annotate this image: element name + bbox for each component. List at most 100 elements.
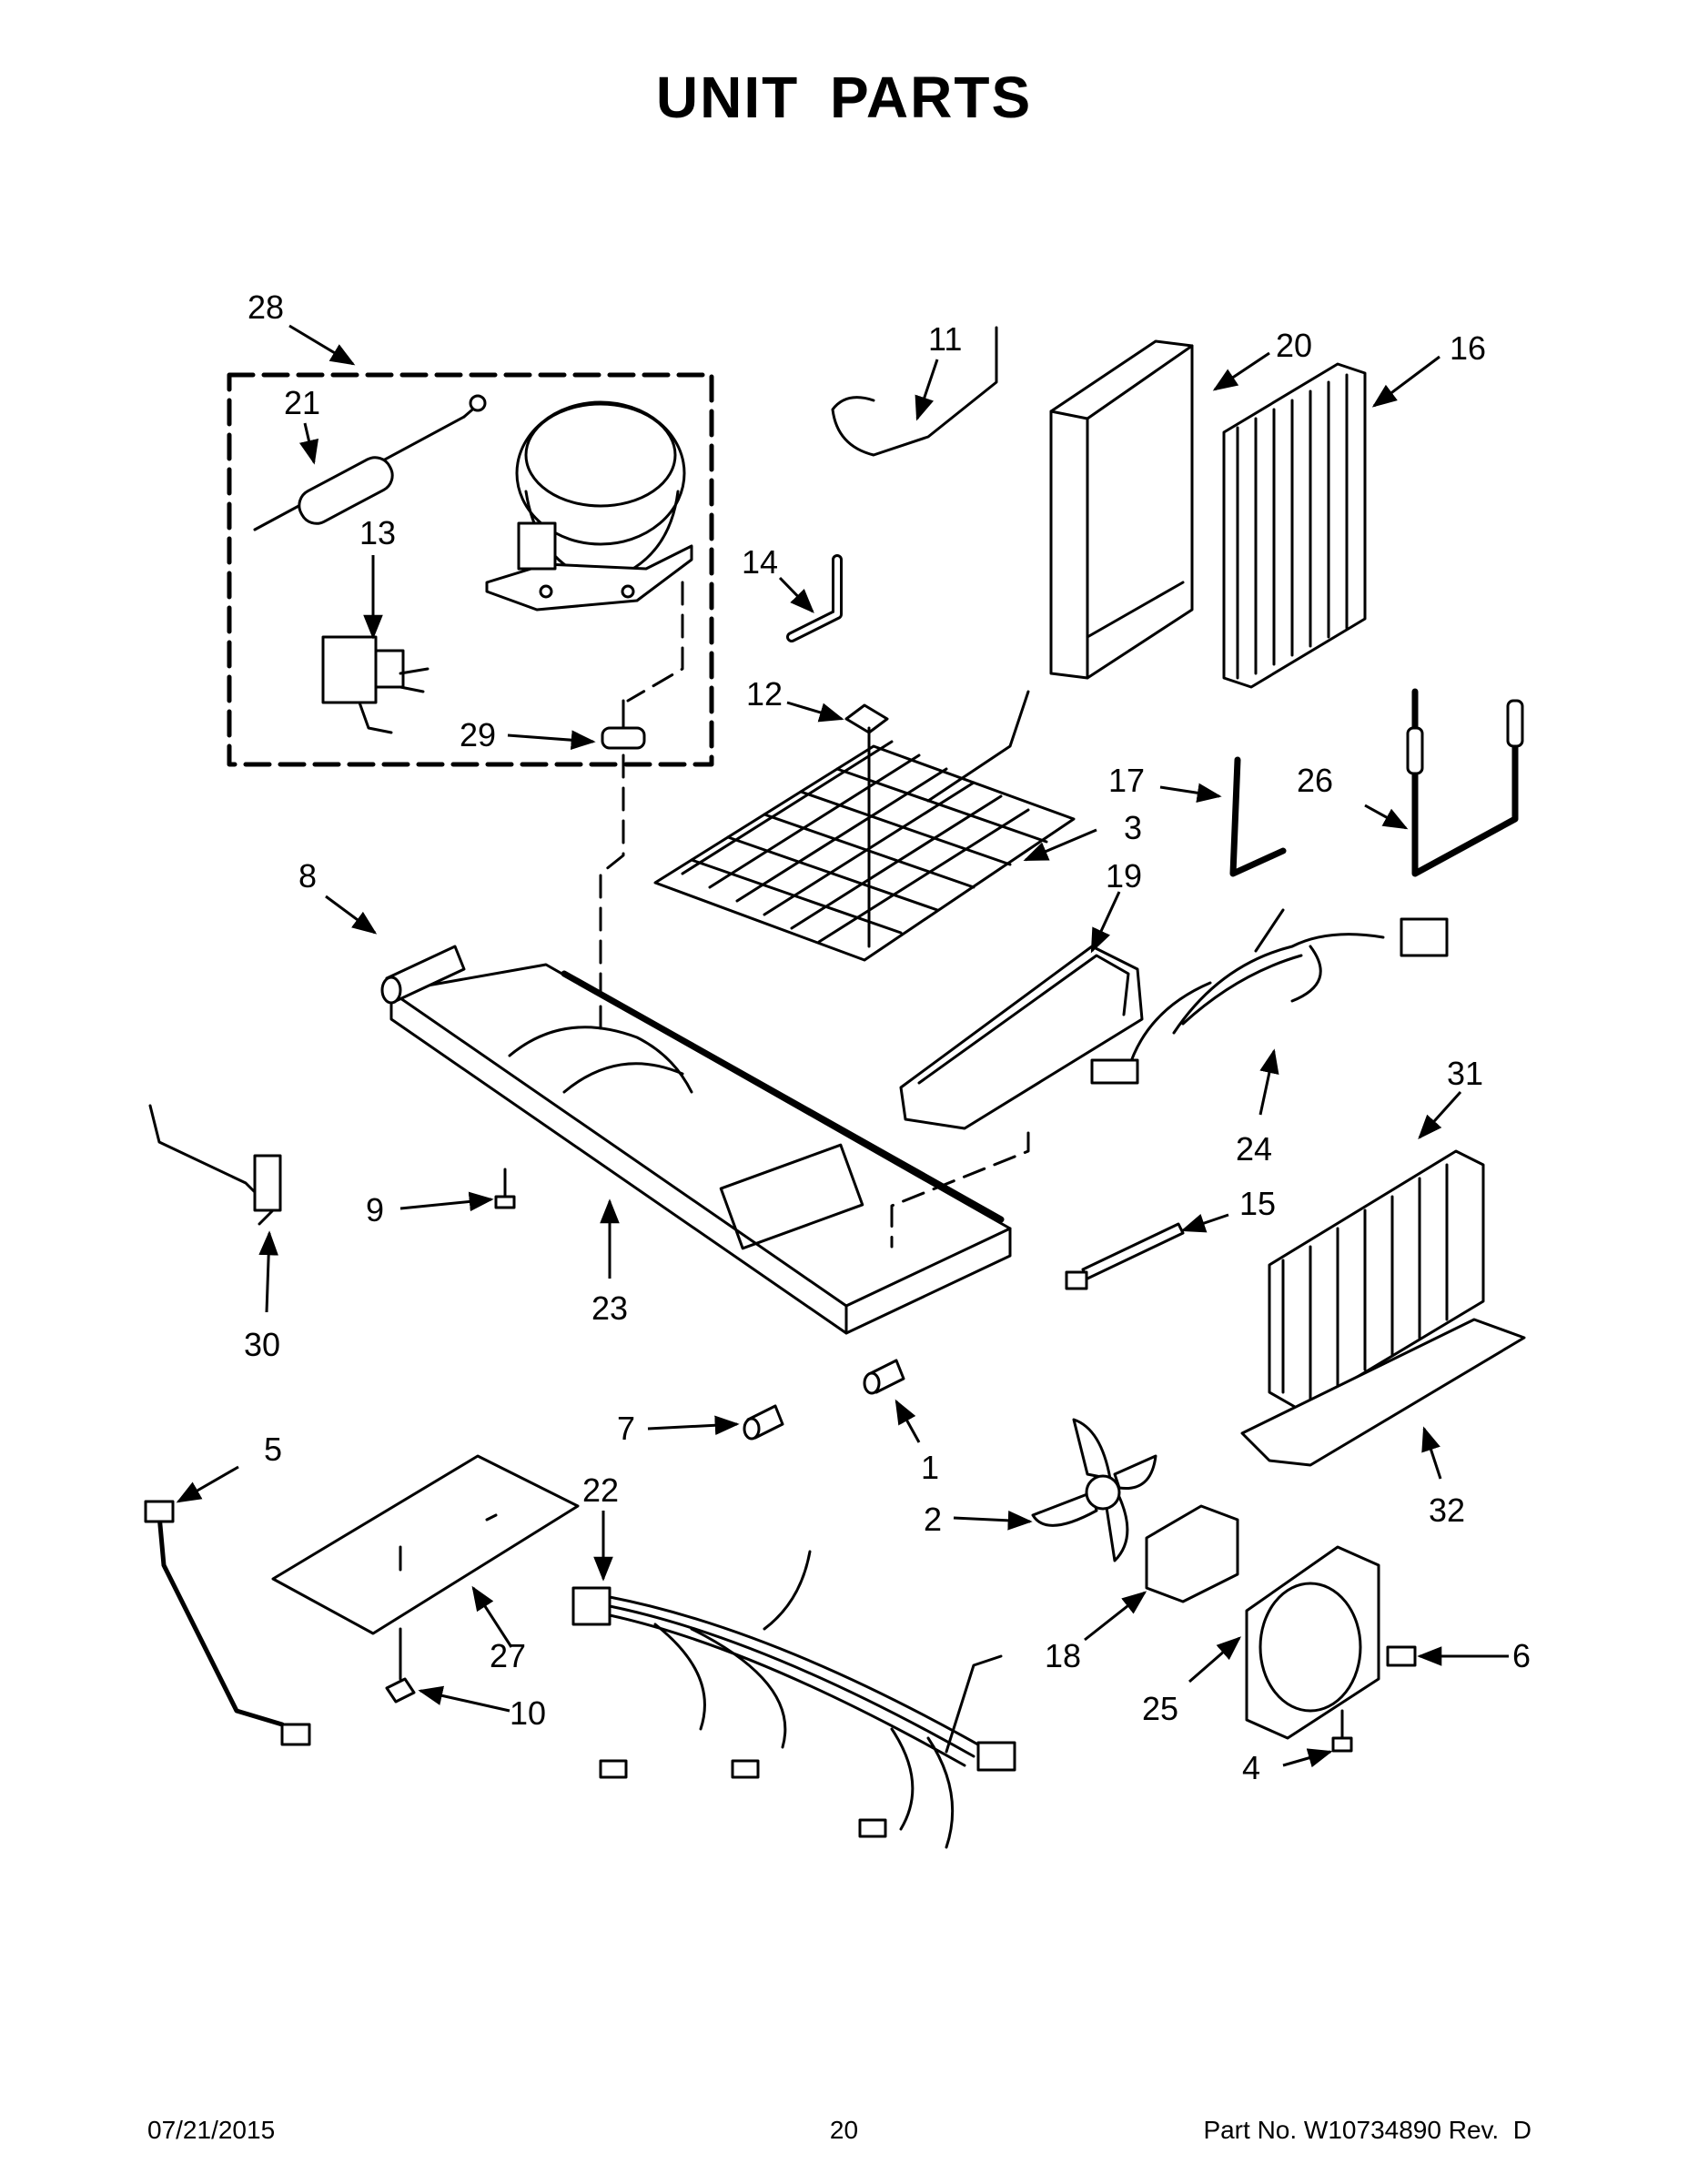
leader-32 bbox=[1421, 1426, 1442, 1480]
screw-6 bbox=[1386, 1645, 1417, 1667]
leader-3 bbox=[1023, 828, 1097, 862]
leader-20 bbox=[1212, 351, 1270, 391]
callout-4: 4 bbox=[1242, 1749, 1260, 1786]
clip-10 bbox=[385, 1677, 416, 1704]
dash-link-19 bbox=[890, 1131, 1030, 1249]
leader-12 bbox=[786, 701, 844, 723]
callout-31: 31 bbox=[1447, 1055, 1483, 1092]
callout-20: 20 bbox=[1276, 327, 1312, 364]
condenser-shroud bbox=[1240, 1318, 1526, 1467]
callout-30: 30 bbox=[244, 1326, 280, 1363]
start-relay bbox=[321, 635, 430, 734]
tube-11 bbox=[831, 326, 998, 457]
wire-harness-22 bbox=[571, 1550, 1016, 1849]
leader-28 bbox=[288, 324, 356, 366]
evaporator-housing bbox=[1049, 339, 1194, 680]
fan-blade bbox=[1031, 1418, 1157, 1562]
leader-11 bbox=[915, 359, 939, 421]
grommet-7 bbox=[743, 1404, 784, 1441]
defrost-heater bbox=[144, 1500, 311, 1746]
wire-harness-24 bbox=[1090, 908, 1449, 1085]
callout-24: 24 bbox=[1236, 1130, 1272, 1168]
callout-25: 25 bbox=[1142, 1690, 1178, 1727]
condenser bbox=[1268, 1149, 1485, 1412]
leader-1 bbox=[895, 1399, 921, 1443]
callout-10: 10 bbox=[510, 1694, 546, 1732]
callout-18: 18 bbox=[1045, 1637, 1081, 1674]
leader-2 bbox=[953, 1511, 1033, 1531]
callout-11: 11 bbox=[928, 320, 962, 358]
callout-28: 28 bbox=[248, 288, 284, 326]
leader-4 bbox=[1282, 1748, 1333, 1768]
callout-14: 14 bbox=[742, 543, 778, 581]
leader-7 bbox=[647, 1415, 740, 1436]
screw-9 bbox=[494, 1168, 516, 1209]
leader-14 bbox=[778, 576, 814, 613]
leader-10 bbox=[418, 1685, 510, 1713]
clip-12 bbox=[844, 703, 889, 734]
compressor bbox=[485, 400, 693, 612]
filter-drier bbox=[253, 394, 487, 531]
callout-12: 12 bbox=[746, 675, 783, 713]
leader-9 bbox=[399, 1191, 494, 1212]
footer-date: 07/21/2015 bbox=[147, 2116, 276, 2144]
grommet-8 bbox=[380, 945, 466, 1005]
grommet-1 bbox=[863, 1359, 905, 1395]
leader-5 bbox=[176, 1465, 239, 1503]
callout-5: 5 bbox=[264, 1431, 282, 1468]
callout-8: 8 bbox=[298, 857, 317, 895]
callout-32: 32 bbox=[1429, 1491, 1465, 1529]
base-tray bbox=[389, 963, 1012, 1335]
leader-25 bbox=[1188, 1636, 1242, 1684]
leader-26 bbox=[1364, 804, 1409, 830]
fan-shroud bbox=[1245, 1545, 1380, 1740]
footer-part-label: Part No. bbox=[1203, 2116, 1298, 2144]
callout-9: 9 bbox=[366, 1191, 384, 1228]
leader-15 bbox=[1180, 1213, 1229, 1233]
footer-revision: Rev. D bbox=[1448, 2116, 1531, 2144]
leader-8 bbox=[325, 895, 378, 935]
leader-29 bbox=[507, 730, 596, 750]
evaporator-grid bbox=[653, 690, 1076, 962]
callout-6: 6 bbox=[1512, 1637, 1531, 1674]
leader-27 bbox=[471, 1585, 513, 1648]
callout-7: 7 bbox=[617, 1410, 635, 1447]
callout-29: 29 bbox=[460, 716, 496, 753]
leader-24 bbox=[1258, 1048, 1279, 1116]
callout-26: 26 bbox=[1297, 762, 1333, 799]
callout-22: 22 bbox=[582, 1471, 619, 1509]
footer-part-value: W10734890 bbox=[1303, 2116, 1441, 2144]
leader-16 bbox=[1371, 355, 1440, 408]
callout-21: 21 bbox=[284, 384, 320, 421]
leader-18 bbox=[1084, 1591, 1147, 1642]
overload-protector bbox=[601, 699, 646, 750]
drain-pan bbox=[899, 945, 1144, 1130]
callout-19: 19 bbox=[1106, 857, 1142, 895]
tube-26 bbox=[1406, 688, 1524, 877]
callout-23: 23 bbox=[591, 1289, 628, 1327]
wire-tie bbox=[1065, 1222, 1185, 1290]
thermistor-30 bbox=[148, 1104, 282, 1226]
screw-4 bbox=[1331, 1709, 1353, 1753]
evaporator-coil bbox=[1222, 362, 1367, 689]
compressor-kit-dashed-box bbox=[227, 372, 714, 767]
dash-link-29 bbox=[599, 581, 684, 1030]
callout-17: 17 bbox=[1108, 762, 1145, 799]
leader-21 bbox=[298, 422, 319, 465]
callout-27: 27 bbox=[490, 1637, 526, 1674]
callout-1: 1 bbox=[921, 1449, 939, 1486]
callout-3: 3 bbox=[1124, 809, 1142, 846]
callout-13: 13 bbox=[359, 514, 396, 551]
callout-16: 16 bbox=[1450, 329, 1486, 367]
callout-2: 2 bbox=[924, 1501, 942, 1538]
leader-19 bbox=[1090, 891, 1121, 954]
footer-page-number: 20 bbox=[829, 2116, 859, 2144]
callout-15: 15 bbox=[1239, 1185, 1276, 1222]
insulation-pad bbox=[271, 1454, 580, 1635]
page-title: UNIT PARTS bbox=[655, 65, 1033, 130]
leader-17 bbox=[1159, 783, 1222, 803]
fan-motor bbox=[1145, 1504, 1239, 1603]
leader-30 bbox=[258, 1230, 278, 1313]
leader-31 bbox=[1418, 1090, 1462, 1140]
